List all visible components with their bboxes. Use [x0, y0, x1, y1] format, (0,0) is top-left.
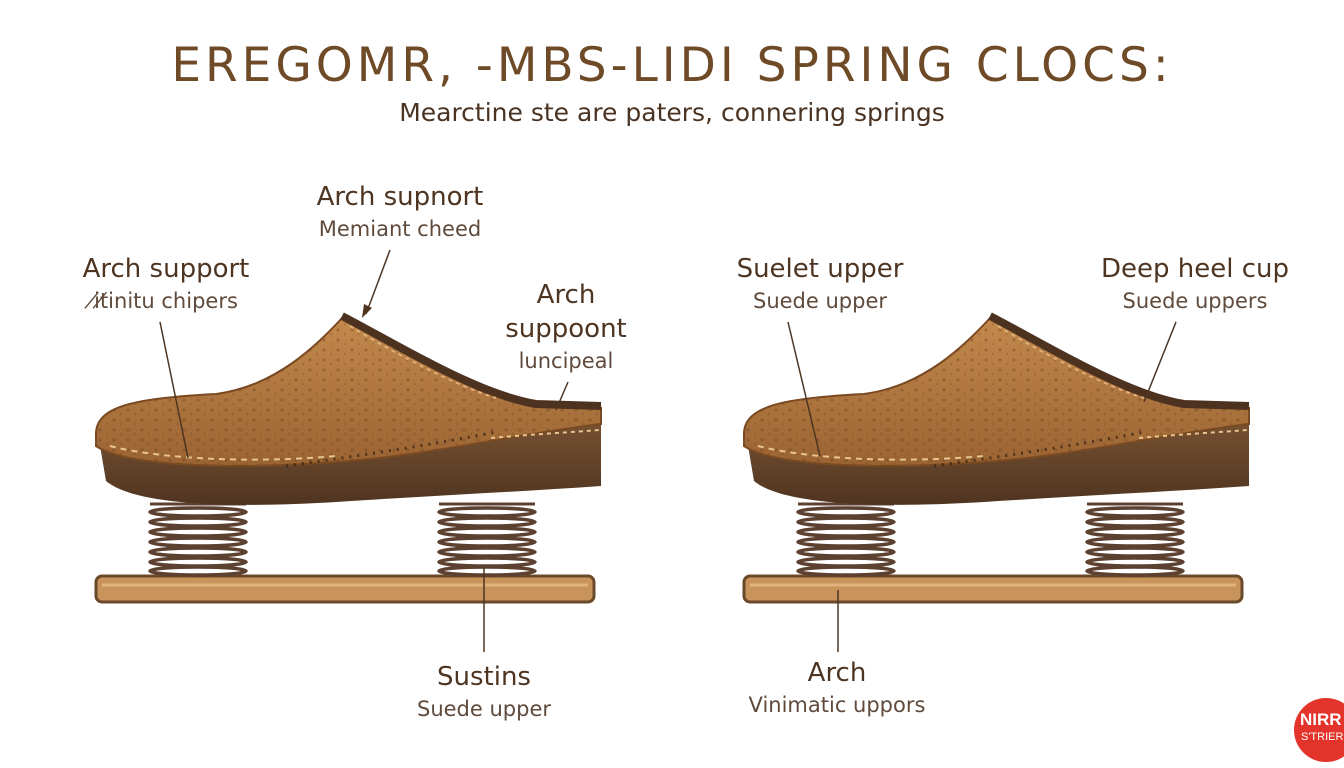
leader-lines [159, 249, 1177, 652]
callout-bottom-right-sub: Vinimatic uppors [748, 693, 926, 717]
callout-top-center: Arch supnort Memiant cheed [282, 180, 518, 244]
page-subtitle: Mearctine ste are paters, connering spri… [399, 98, 945, 127]
callout-right-upper: Suelet upper Suede upper [712, 252, 928, 316]
callout-mid-sub: luncipeal [518, 349, 614, 373]
page-title: EREGOMR, -MBS-LIDI SPRING CLOCS: [171, 38, 1173, 93]
callout-left-sub: i̸t̸initu chipers [94, 289, 238, 313]
callout-far-right-sub: Suede uppers [1122, 289, 1268, 313]
right-clog [744, 316, 1249, 602]
callout-bottom-left-head: Sustins [437, 662, 531, 692]
callout-mid-head: Arch suppoont [505, 280, 627, 344]
callout-bottom-left-sub: Suede upper [416, 697, 551, 721]
callout-top-center-head: Arch supnort [316, 182, 484, 212]
callout-far-right-head: Deep heel cup [1100, 254, 1290, 284]
callout-right-upper-sub: Suede upper [752, 289, 887, 313]
brand-badge-logo: NIRR S'TRIER [1294, 698, 1344, 762]
callout-bottom-right: Arch Vinimatic uppors [724, 656, 950, 720]
callout-bottom-right-head: Arch [807, 658, 867, 688]
callout-far-right: Deep heel cup Suede uppers [1082, 252, 1308, 316]
callout-mid: Arch suppoont luncipeal [488, 278, 644, 376]
callout-left: Arch support i̸t̸initu chipers [56, 252, 276, 316]
badge-line2: S'TRIER [1301, 731, 1344, 743]
callout-right-upper-head: Suelet upper [736, 254, 904, 284]
badge-line1: NIRR [1300, 710, 1342, 729]
callout-left-head: Arch support [82, 254, 250, 284]
callout-bottom-left: Sustins Suede upper [384, 660, 584, 724]
callout-top-center-sub: Memiant cheed [318, 217, 482, 241]
